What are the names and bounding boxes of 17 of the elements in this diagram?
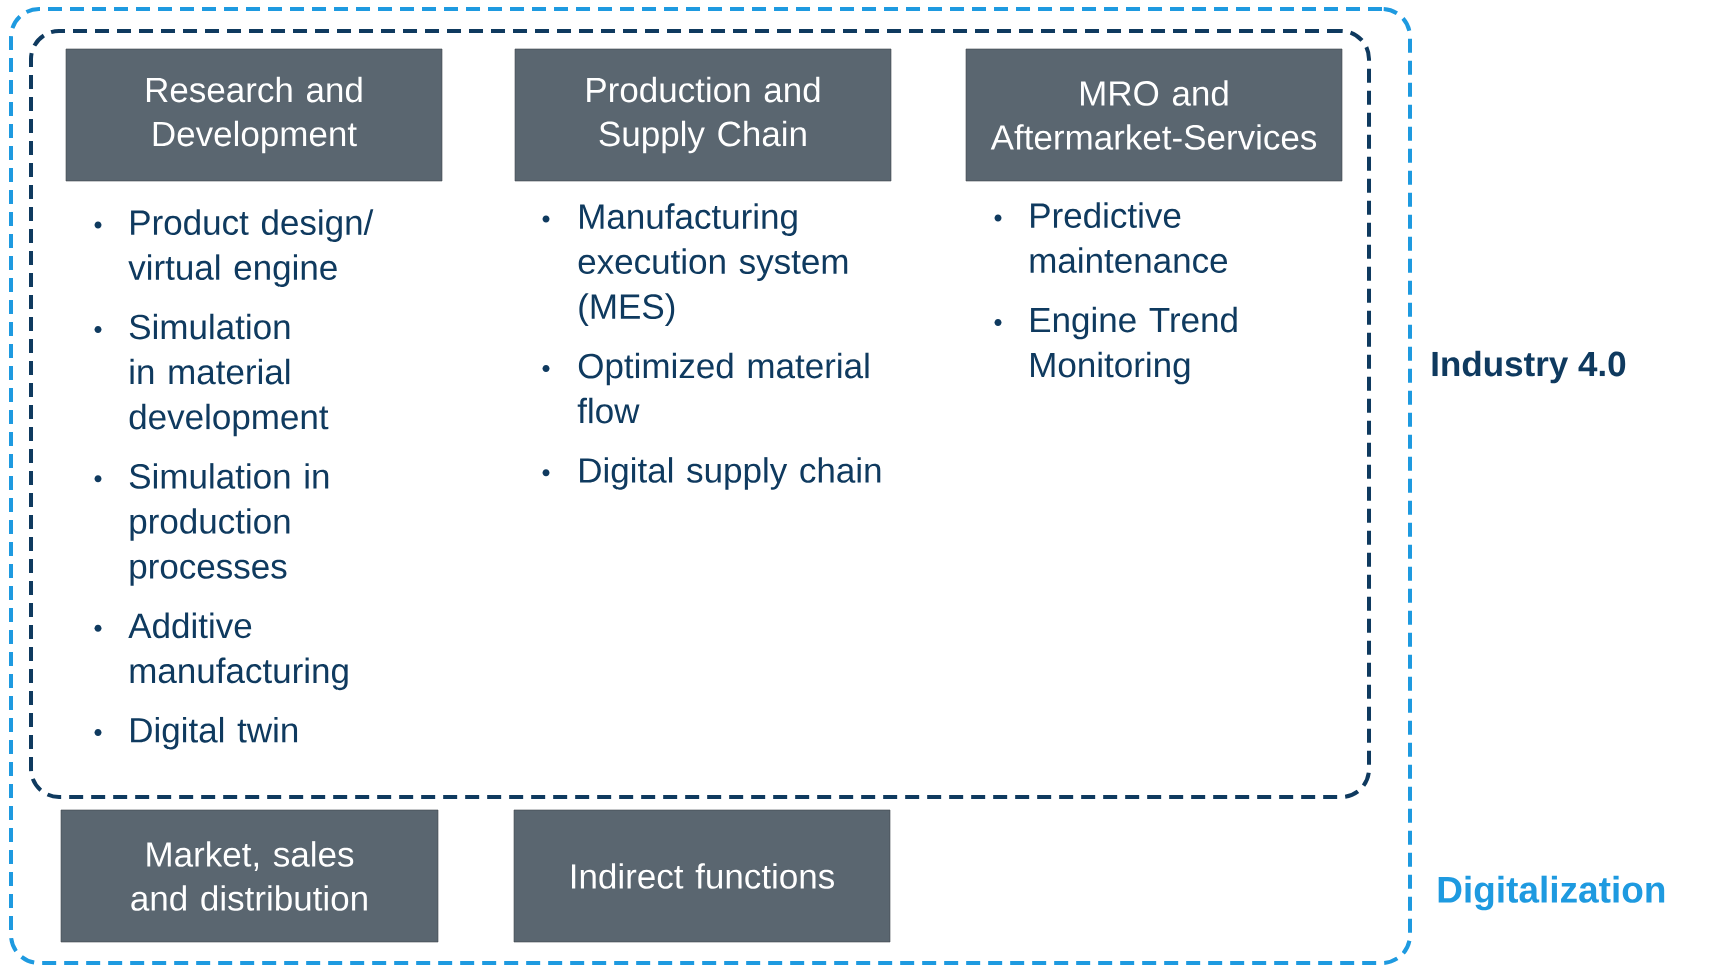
bullet-item: Product design/ virtual engine: [128, 209, 374, 287]
bullet-item: Simulation in production processes: [129, 463, 329, 586]
frame-label: Industry 4.0: [1432, 350, 1626, 384]
category-box: MRO and Aftermarket-Services: [965, 48, 1343, 182]
category-box: Market, sales and distribution: [60, 809, 439, 943]
bullet-item: Predictive maintenance: [1030, 202, 1228, 274]
bullet-item: Digital supply chain: [580, 457, 881, 490]
bullet-item: Engine Trend Monitoring: [1031, 306, 1237, 385]
bullet-item: Optimized material flow: [577, 352, 869, 424]
frame-label: Digitalization: [1438, 875, 1665, 911]
bullet-item: Additive manufacturing: [128, 612, 348, 691]
bullet-item: Digital twin: [131, 716, 298, 750]
bullet-item: Manufacturing execution system (MES): [578, 203, 848, 326]
category-box: Research and Development: [65, 48, 443, 182]
category-box: Indirect functions: [513, 809, 891, 943]
bullet-item: Simulation in material development: [129, 313, 329, 437]
category-box: Production and Supply Chain: [514, 48, 892, 182]
